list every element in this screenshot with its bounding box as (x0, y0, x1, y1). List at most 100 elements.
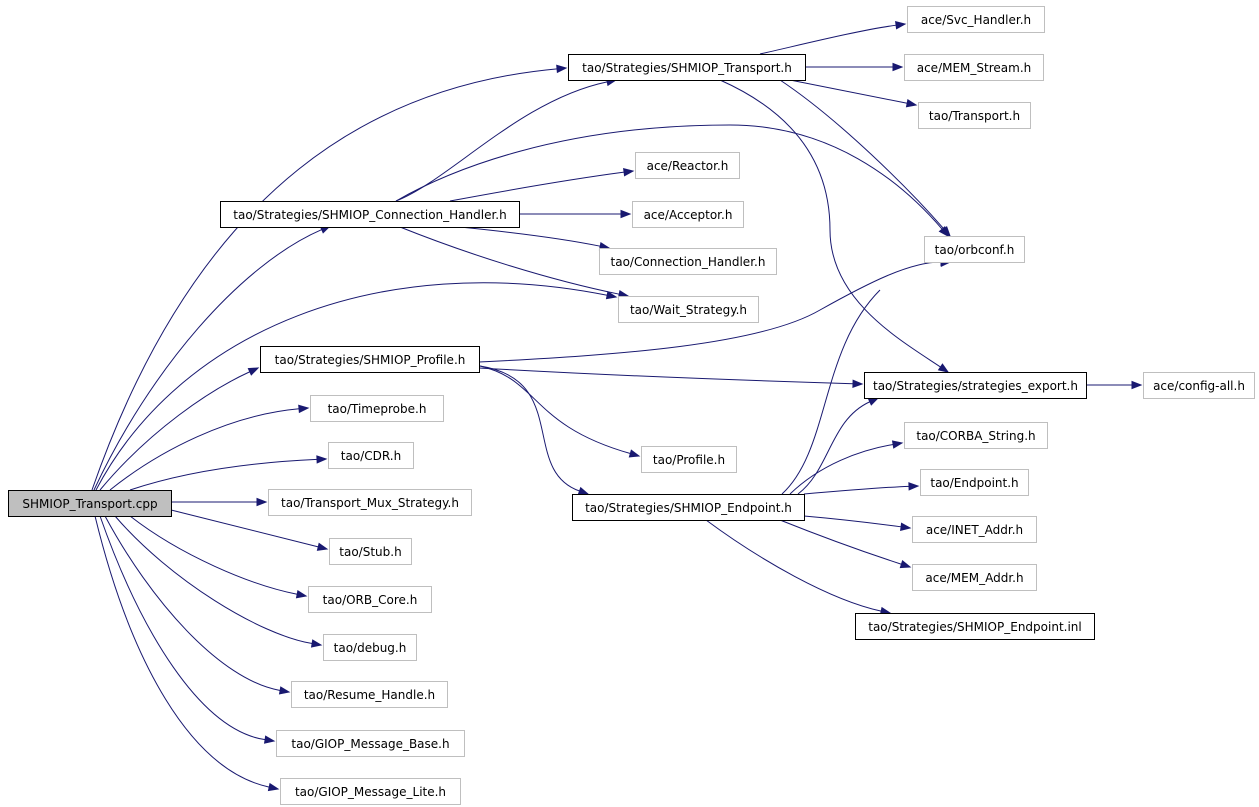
node-box (912, 516, 1037, 543)
edge-line (479, 365, 631, 455)
edge-line (99, 515, 266, 741)
node-label: tao/Strategies/SHMIOP_Transport.h (582, 61, 792, 75)
node-n14: tao/Profile.h (641, 446, 737, 473)
node-n8[interactable]: tao/Strategies/SHMIOP_Connection_Handler… (220, 201, 520, 228)
node-n1[interactable]: tao/Strategies/SHMIOP_Transport.h (568, 54, 806, 81)
edge-line (114, 515, 313, 645)
node-label: tao/Endpoint.h (930, 476, 1018, 490)
edge-line (109, 408, 300, 491)
node-label: ace/Acceptor.h (644, 208, 733, 222)
edge-n0-n13 (99, 367, 260, 491)
arrowhead (295, 590, 308, 599)
node-label: tao/debug.h (334, 641, 407, 655)
node-n22: tao/CDR.h (328, 442, 414, 469)
node-label: tao/CDR.h (341, 449, 401, 463)
node-label: SHMIOP_Transport.cpp (22, 497, 157, 511)
edge-line (449, 171, 625, 202)
node-box (328, 442, 414, 469)
edge-n8-n11 (459, 226, 611, 251)
node-label: ace/config-all.h (1153, 379, 1245, 393)
arrowhead (247, 367, 260, 376)
arrowhead (620, 209, 632, 219)
edge-line (479, 365, 580, 492)
node-box (635, 152, 740, 179)
edge-n1-n4 (789, 79, 918, 108)
node-label: tao/Strategies/SHMIOP_Endpoint.h (585, 501, 792, 515)
edge-n15-n17 (803, 482, 920, 495)
node-n0[interactable]: SHMIOP_Transport.cpp (8, 490, 172, 517)
node-label: tao/Profile.h (653, 453, 725, 467)
node-box (260, 346, 480, 373)
edge-line (789, 79, 908, 104)
node-box (291, 681, 448, 708)
node-n17: tao/Endpoint.h (920, 469, 1029, 496)
edge-n13-n6 (478, 367, 864, 388)
node-n29: tao/GIOP_Message_Lite.h (280, 778, 461, 805)
edge-line (395, 81, 608, 202)
node-n23: tao/Transport_Mux_Strategy.h (268, 489, 472, 516)
node-n19: ace/MEM_Addr.h (912, 564, 1037, 591)
node-box (920, 469, 1029, 496)
node-label: tao/Transport_Mux_Strategy.h (281, 496, 459, 510)
edge-line (395, 124, 943, 230)
edge-line (399, 226, 620, 295)
edge-n1-n6 (719, 79, 950, 373)
node-label: tao/ORB_Core.h (323, 593, 418, 607)
node-box (912, 564, 1037, 591)
node-label: ace/Svc_Handler.h (921, 13, 1031, 27)
node-label: tao/GIOP_Message_Lite.h (295, 785, 446, 799)
node-box (918, 102, 1031, 129)
node-box (904, 422, 1048, 449)
edge-line (759, 24, 897, 55)
node-n9: ace/Reactor.h (635, 152, 740, 179)
node-box (268, 489, 472, 516)
edge-line (91, 68, 558, 491)
node-n7: ace/config-all.h (1143, 372, 1255, 399)
node-label: tao/Strategies/strategies_export.h (873, 379, 1078, 393)
arrowhead (937, 363, 950, 373)
node-n13[interactable]: tao/Strategies/SHMIOP_Profile.h (260, 346, 480, 373)
node-box (572, 494, 805, 521)
node-n3: ace/MEM_Stream.h (904, 54, 1044, 81)
node-label: tao/Wait_Strategy.h (630, 303, 747, 317)
edge-n8-n9 (449, 168, 635, 202)
node-n10: ace/Acceptor.h (632, 201, 744, 228)
edge-line (129, 515, 298, 595)
node-label: ace/MEM_Stream.h (917, 61, 1032, 75)
node-label: tao/orbconf.h (935, 243, 1015, 257)
edge-line (803, 515, 902, 528)
arrowhead (900, 522, 912, 531)
arrowhead (267, 782, 280, 792)
node-n21: tao/Timeprobe.h (310, 395, 444, 422)
node-label: ace/MEM_Addr.h (925, 571, 1023, 585)
node-n6[interactable]: tao/Strategies/strategies_export.h (864, 372, 1087, 399)
edge-n0-n28 (99, 515, 276, 744)
node-box (599, 248, 777, 275)
arrowhead (263, 735, 276, 744)
edge-n15-n20 (705, 519, 892, 616)
node-box (276, 730, 465, 757)
edge-n15-n19 (779, 519, 912, 569)
node-box (632, 201, 744, 228)
node-box (323, 634, 417, 661)
edge-n0-n26 (114, 515, 323, 648)
arrowhead (867, 397, 880, 406)
arrowhead (892, 62, 904, 72)
arrowhead (278, 686, 291, 695)
arrowhead (628, 449, 641, 458)
edge-line (99, 371, 251, 491)
node-n15[interactable]: tao/Strategies/SHMIOP_Endpoint.h (572, 494, 805, 521)
arrowhead (256, 497, 268, 507)
node-label: tao/Resume_Handle.h (304, 688, 435, 702)
node-label: ace/INET_Addr.h (926, 523, 1023, 537)
node-box (280, 778, 461, 805)
edge-line (93, 229, 322, 491)
node-label: tao/Connection_Handler.h (611, 255, 766, 269)
arrowhead (316, 542, 329, 551)
node-n20[interactable]: tao/Strategies/SHMIOP_Endpoint.inl (855, 613, 1095, 640)
node-box (308, 586, 432, 613)
edge-n0-n23 (171, 497, 268, 507)
node-n5: tao/orbconf.h (924, 236, 1025, 263)
arrowhead (938, 226, 949, 238)
node-n11: tao/Connection_Handler.h (599, 248, 777, 275)
